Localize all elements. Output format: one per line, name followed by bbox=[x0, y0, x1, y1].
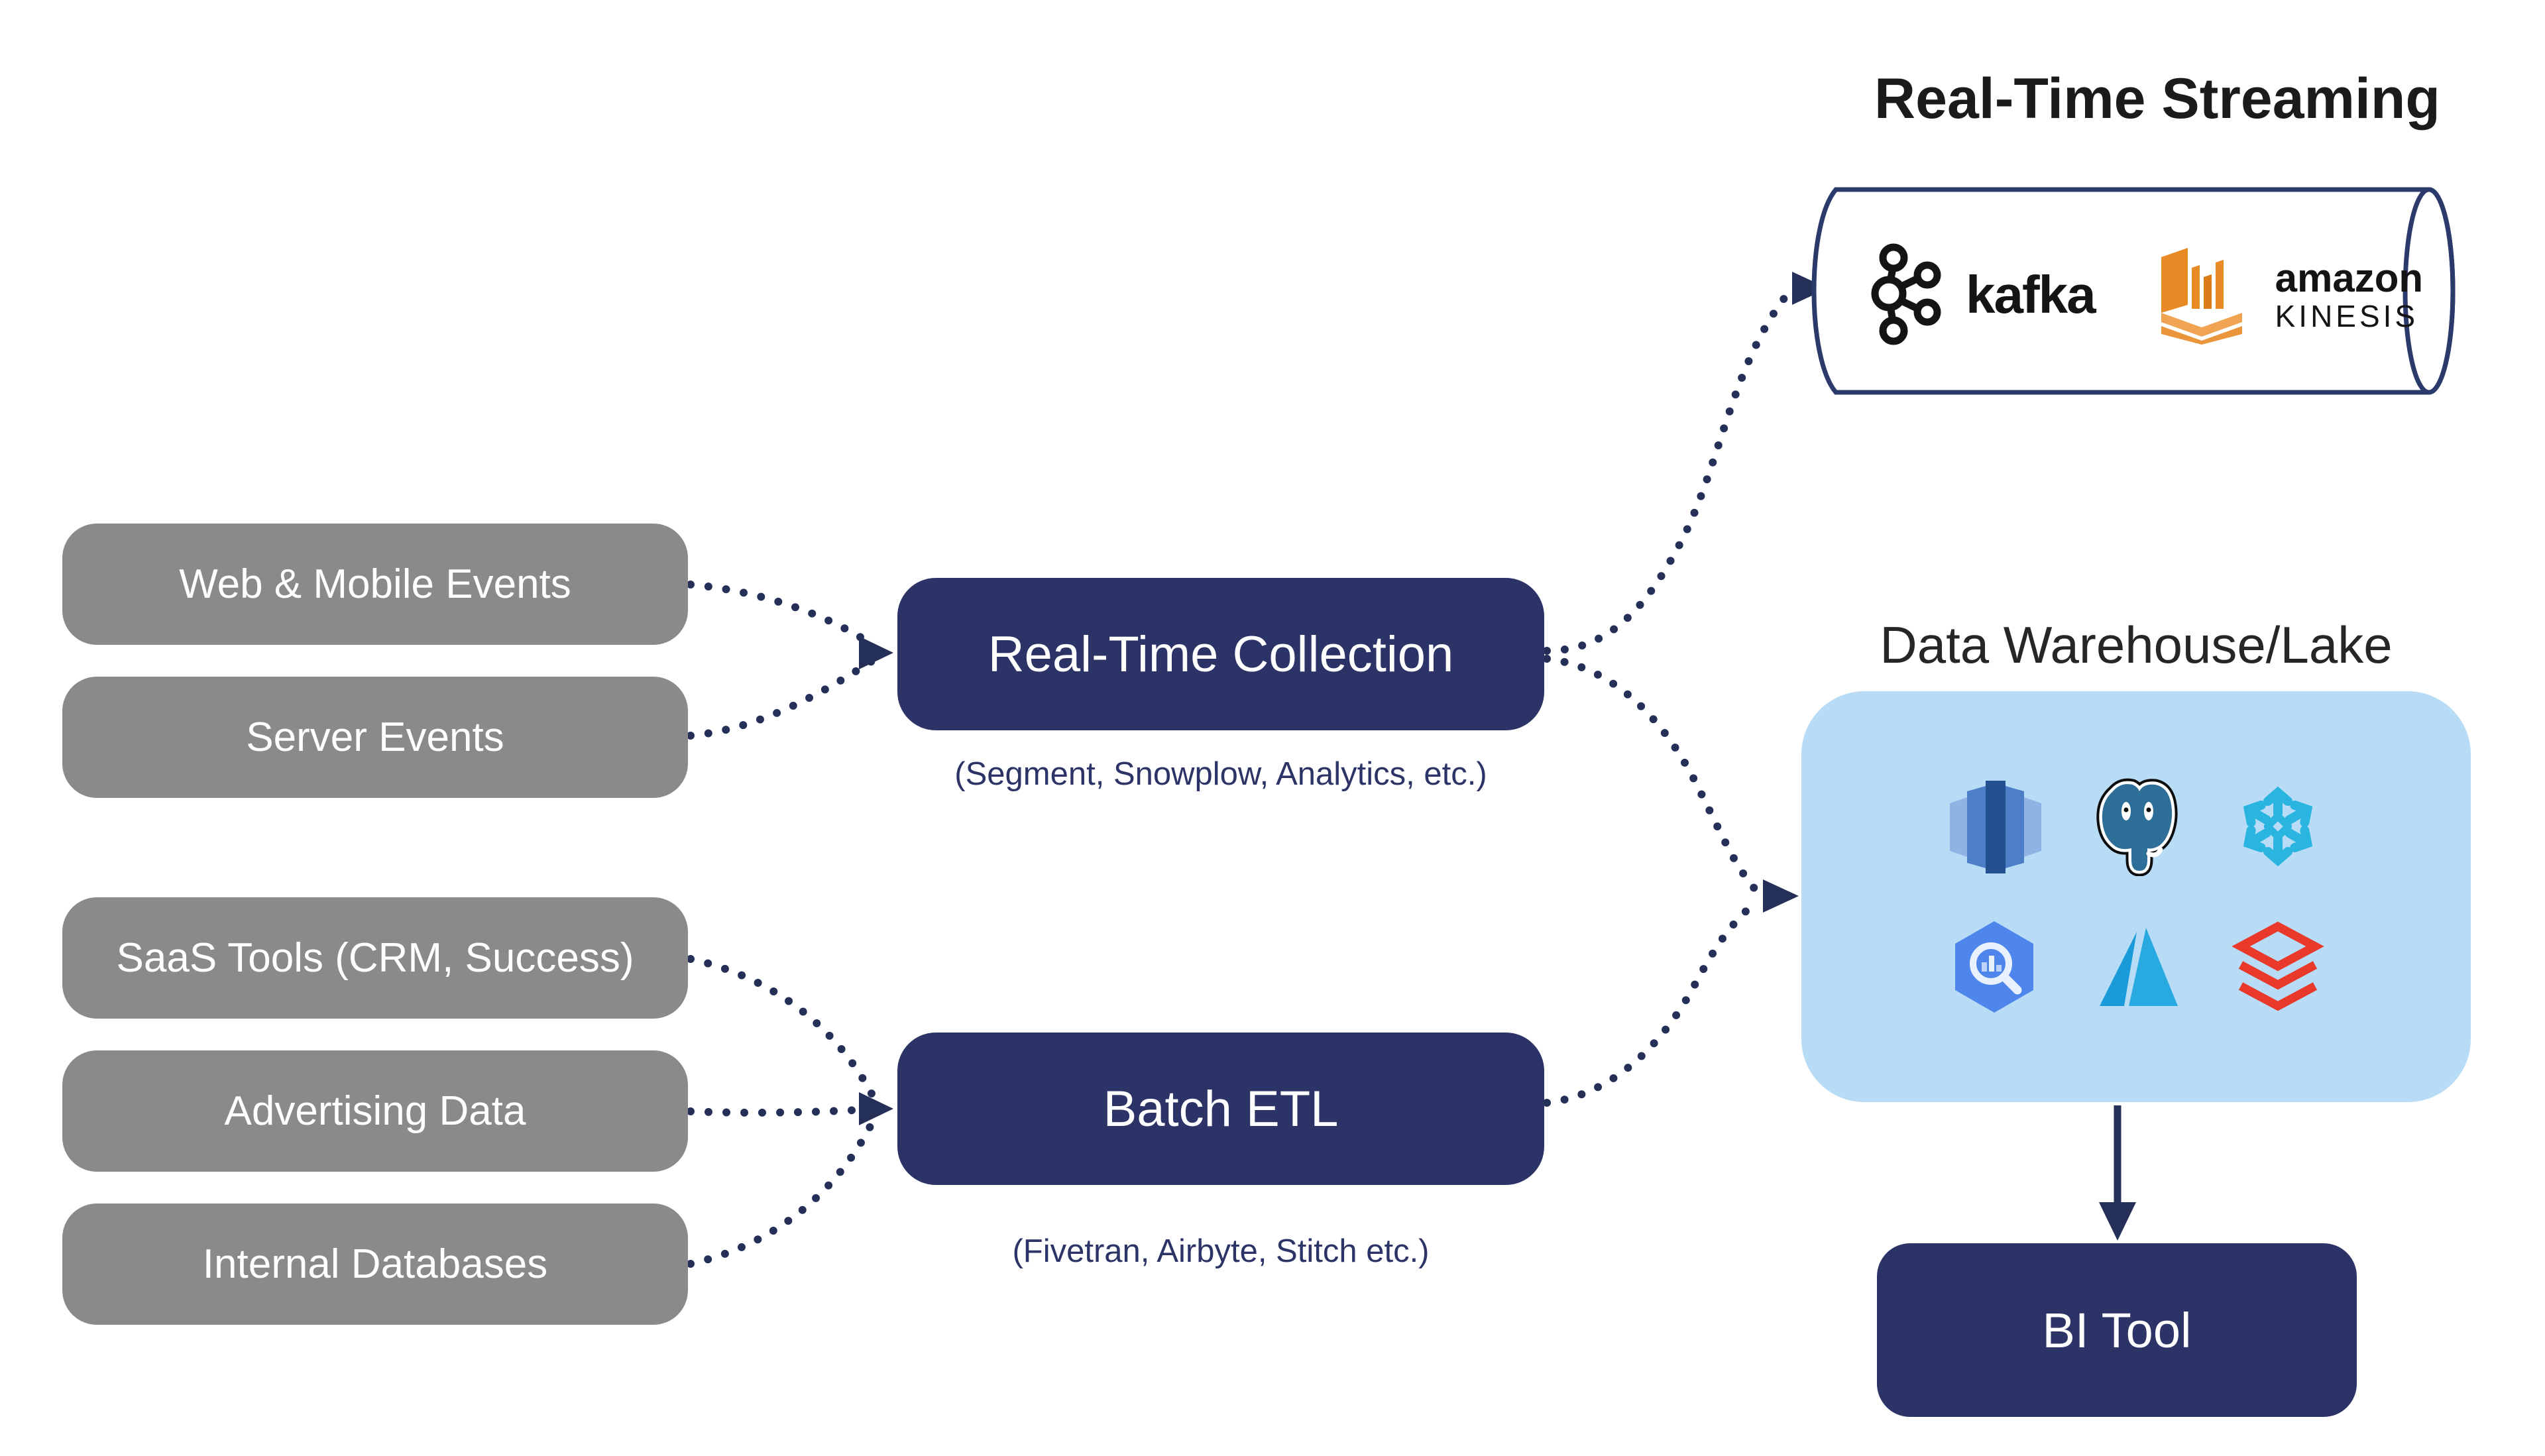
source-box-server-events: Server Events bbox=[62, 677, 688, 798]
arrowhead-into-bi bbox=[2099, 1202, 2136, 1241]
arrowhead-into-streaming bbox=[1792, 272, 1828, 305]
source-box-advertising-data: Advertising Data bbox=[62, 1050, 688, 1172]
process-box-bi-tool: BI Tool bbox=[1877, 1243, 2357, 1417]
source-box-label: Web & Mobile Events bbox=[179, 561, 571, 607]
kafka-icon bbox=[1871, 243, 1941, 345]
source-box-label: Advertising Data bbox=[224, 1088, 526, 1134]
amazon-redshift-icon bbox=[1950, 781, 2041, 873]
arrowhead-into-warehouse bbox=[1763, 879, 1799, 913]
process-box-realtime-collection: Real-Time Collection bbox=[897, 578, 1544, 730]
arrow-advertising-to-batch bbox=[687, 1105, 872, 1117]
warehouse-box bbox=[1801, 691, 2471, 1102]
kinesis-label: KINESIS bbox=[2275, 299, 2419, 333]
source-box-label: Internal Databases bbox=[202, 1241, 548, 1287]
streaming-cylinder-content: kafka amazon KINESIS bbox=[1849, 199, 2432, 391]
amazon-kinesis-wordmark: amazon KINESIS bbox=[2275, 256, 2423, 333]
arrow-rtc-to-streaming bbox=[1543, 288, 1793, 655]
warehouse-logo-row-2 bbox=[1945, 917, 2328, 1017]
amazon-kinesis-icon bbox=[2161, 248, 2242, 345]
process-box-label: Real-Time Collection bbox=[988, 626, 1454, 683]
arrow-saas-to-batch bbox=[687, 955, 876, 1099]
postgresql-icon bbox=[2096, 778, 2178, 876]
arrow-server-events-to-rtc bbox=[687, 656, 877, 740]
source-box-label: Server Events bbox=[246, 714, 504, 760]
snowflake-icon bbox=[2243, 786, 2313, 867]
process-box-batch-etl: Batch ETL bbox=[897, 1033, 1544, 1185]
source-box-web-mobile-events: Web & Mobile Events bbox=[62, 524, 688, 645]
google-bigquery-icon bbox=[1955, 921, 2033, 1013]
microsoft-azure-icon bbox=[2100, 928, 2178, 1006]
batch-etl-caption: (Fivetran, Airbyte, Stitch etc.) bbox=[1012, 1233, 1430, 1269]
amazon-label: amazon bbox=[2275, 256, 2423, 300]
databricks-icon bbox=[2232, 921, 2324, 1011]
warehouse-logo-grid bbox=[1801, 691, 2471, 1102]
process-box-label: BI Tool bbox=[2042, 1302, 2192, 1358]
arrow-databases-to-batch bbox=[687, 1119, 876, 1268]
streaming-cylinder bbox=[1811, 187, 2456, 395]
streaming-title: Real-Time Streaming bbox=[1874, 67, 2440, 131]
warehouse-logo-row-1 bbox=[1945, 777, 2328, 876]
source-box-internal-databases: Internal Databases bbox=[62, 1204, 688, 1325]
realtime-collection-caption: (Segment, Snowplow, Analytics, etc.) bbox=[954, 756, 1487, 792]
kafka-label: kafka bbox=[1966, 265, 2096, 324]
warehouse-title: Data Warehouse/Lake bbox=[1880, 616, 2393, 674]
arrowhead-into-rtc bbox=[859, 636, 893, 669]
arrow-rtc-to-warehouse bbox=[1543, 655, 1760, 895]
source-box-saas-tools: SaaS Tools (CRM, Success) bbox=[62, 897, 688, 1019]
source-box-label: SaaS Tools (CRM, Success) bbox=[116, 935, 634, 981]
arrow-batch-to-warehouse bbox=[1543, 897, 1760, 1107]
arrow-web-events-to-rtc bbox=[687, 581, 877, 649]
arrowhead-into-batch bbox=[859, 1092, 893, 1125]
process-box-label: Batch ETL bbox=[1103, 1080, 1339, 1137]
